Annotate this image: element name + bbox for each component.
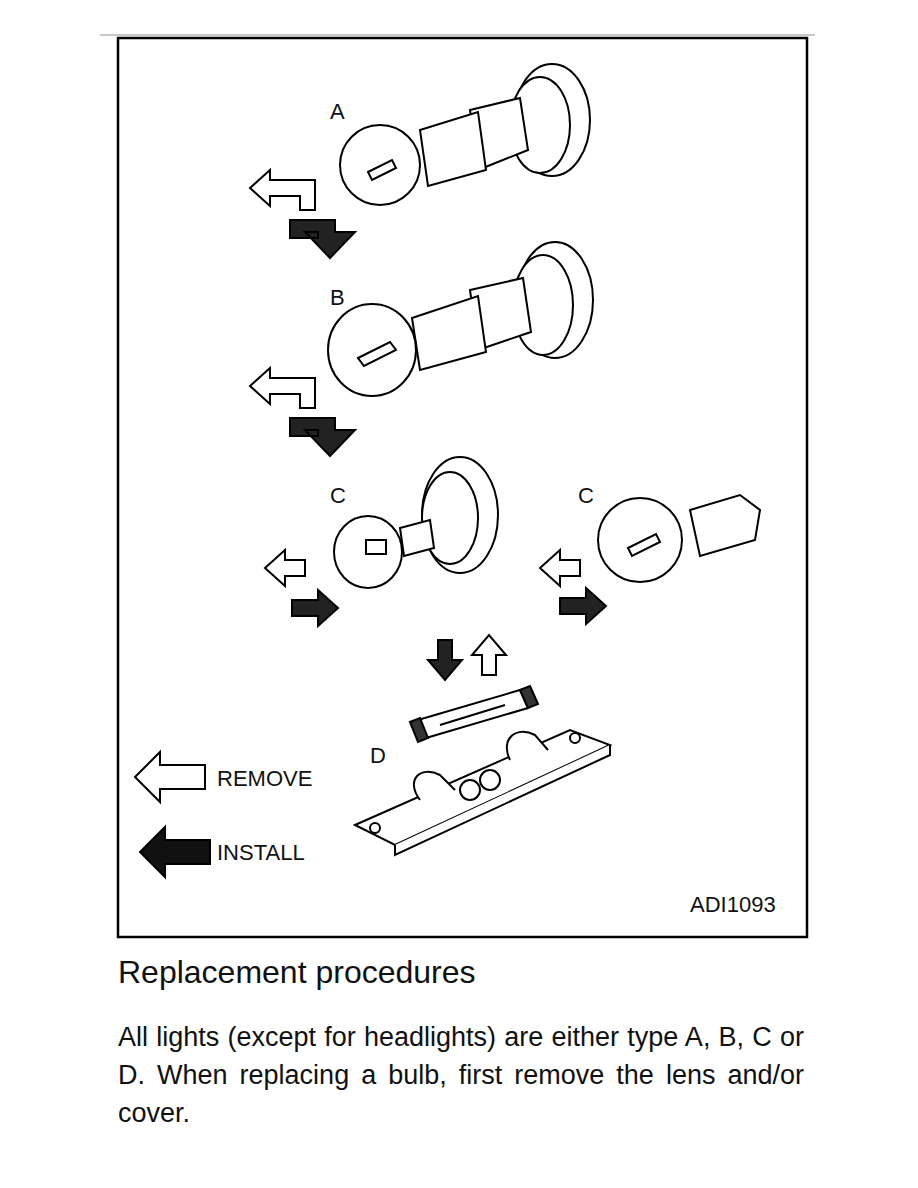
legend-remove-arrow [135, 752, 205, 802]
legend-text: REMOVE [217, 767, 312, 791]
top-rule [100, 34, 815, 36]
legend-install-arrow [140, 827, 210, 877]
part-letter: A [330, 100, 345, 124]
remove-arrow [540, 550, 580, 586]
bulb-holder [355, 730, 610, 855]
bulb-c-wedge [598, 495, 760, 582]
bulb-c-wedge [334, 457, 498, 588]
legend-text: INSTALL [217, 841, 305, 865]
remove-arrow [250, 368, 315, 408]
install-arrow [290, 220, 355, 258]
section-heading: Replacement procedures [118, 955, 476, 990]
bulb-a [340, 64, 590, 205]
remove-arrow [250, 170, 315, 210]
body-text: All lights (except for headlights) are e… [118, 1018, 804, 1132]
install-arrow [560, 588, 606, 624]
part-letter: D [370, 744, 386, 768]
part-letter: C [330, 484, 346, 508]
part-letter: C [578, 484, 594, 508]
figure-frame [118, 38, 807, 937]
remove-arrow [265, 550, 305, 586]
install-arrow [290, 418, 355, 456]
install-arrow [428, 640, 462, 680]
remove-arrow [472, 635, 506, 675]
figure-code: ADI1093 [690, 893, 776, 917]
part-letter: B [330, 286, 345, 310]
bulb-b [328, 242, 593, 396]
install-arrow [292, 590, 338, 626]
